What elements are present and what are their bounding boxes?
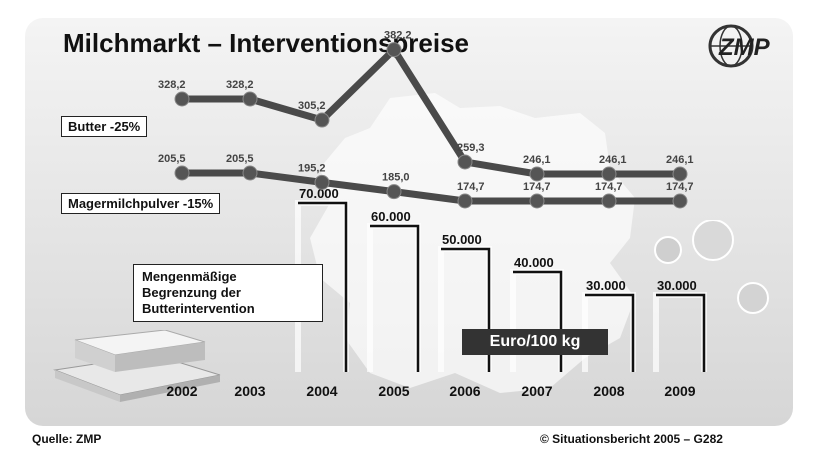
legend-magermilchpulver: Magermilchpulver -15% xyxy=(61,193,221,214)
page-title: Milchmarkt – Interventionspreise xyxy=(63,28,470,58)
magermilchpulver-point xyxy=(174,165,190,181)
butter-point xyxy=(601,166,617,182)
quantity-bar-label: 50.000 xyxy=(442,232,482,247)
note-line: Butterintervention xyxy=(142,301,255,316)
quantity-bar xyxy=(585,293,635,372)
magermilchpulver-data-label: 205,5 xyxy=(226,153,254,165)
svg-text:ZMP: ZMP xyxy=(718,34,771,61)
magermilchpulver-data-label: 174,7 xyxy=(595,181,623,193)
quantity-bar-label: 30.000 xyxy=(586,278,626,293)
magermilchpulver-data-label: 195,2 xyxy=(298,162,326,174)
magermilchpulver-data-label: 174,7 xyxy=(457,181,485,193)
butter-line xyxy=(178,46,684,178)
x-tick-label: 2007 xyxy=(521,383,552,399)
euro-coins-graphic xyxy=(654,220,769,314)
magermilchpulver-point xyxy=(386,184,402,200)
magermilchpulver-data-label: 205,5 xyxy=(158,153,186,165)
quantity-bar xyxy=(656,293,706,372)
unit-label: Euro/100 kg xyxy=(462,329,608,355)
butter-data-label: 246,1 xyxy=(666,154,694,166)
quantity-bar-label: 40.000 xyxy=(514,255,554,270)
butter-point xyxy=(672,166,688,182)
x-tick-label: 2003 xyxy=(234,383,265,399)
butter-point xyxy=(529,166,545,182)
magermilchpulver-point xyxy=(672,193,688,209)
x-tick-label: 2004 xyxy=(306,383,337,399)
quantity-bar xyxy=(298,201,348,372)
quantity-bar-label: 60.000 xyxy=(371,209,411,224)
quantity-bar-outline xyxy=(367,223,421,372)
x-tick-label: 2006 xyxy=(449,383,480,399)
butter-data-label: 246,1 xyxy=(523,154,551,166)
quantity-bar-outline xyxy=(510,269,564,372)
magermilchpulver-point xyxy=(242,165,258,181)
footer-copyright: © Situationsbericht 2005 – G282 xyxy=(540,432,723,446)
magermilchpulver-data-label: 174,7 xyxy=(666,181,694,193)
butter-point xyxy=(457,154,473,170)
butter-block-graphic xyxy=(53,330,221,402)
x-tick-label: 2009 xyxy=(664,383,695,399)
zmp-logo: ZMP xyxy=(708,24,771,68)
butter-point xyxy=(174,91,190,107)
quantity-bar-label: 70.000 xyxy=(299,186,339,201)
butter-data-label: 305,2 xyxy=(298,100,326,112)
butter-point xyxy=(386,42,402,58)
magermilchpulver-data-label: 185,0 xyxy=(382,172,410,184)
butter-data-label: 328,2 xyxy=(158,79,186,91)
note-line: Begrenzung der xyxy=(142,285,241,300)
x-tick-label: 2002 xyxy=(166,383,197,399)
butter-point xyxy=(314,112,330,128)
quantity-bar xyxy=(370,224,420,372)
butter-data-label: 382,2 xyxy=(384,30,412,42)
magermilchpulver-point xyxy=(314,174,330,190)
germany-map-silhouette xyxy=(310,93,635,393)
magermilchpulver-line xyxy=(178,169,684,205)
note-line: Mengenmäßige xyxy=(142,269,237,284)
footer-source: Quelle: ZMP xyxy=(32,432,102,446)
magermilchpulver-data-label: 174,7 xyxy=(523,181,551,193)
butter-point xyxy=(242,91,258,107)
butter-data-label: 259,3 xyxy=(457,142,485,154)
butter-data-label: 328,2 xyxy=(226,79,254,91)
butter-data-label: 246,1 xyxy=(599,154,627,166)
legend-butter: Butter -25% xyxy=(61,116,148,137)
quantity-bar xyxy=(513,270,563,372)
x-tick-label: 2005 xyxy=(378,383,409,399)
x-tick-label: 2008 xyxy=(593,383,624,399)
magermilchpulver-point xyxy=(529,193,545,209)
quantity-bar-label: 30.000 xyxy=(657,278,697,293)
quantity-bar-outline xyxy=(653,292,707,372)
magermilchpulver-point xyxy=(601,193,617,209)
magermilchpulver-point xyxy=(457,193,473,209)
quantity-note: Mengenmäßige Begrenzung der Butterinterv… xyxy=(133,264,323,322)
